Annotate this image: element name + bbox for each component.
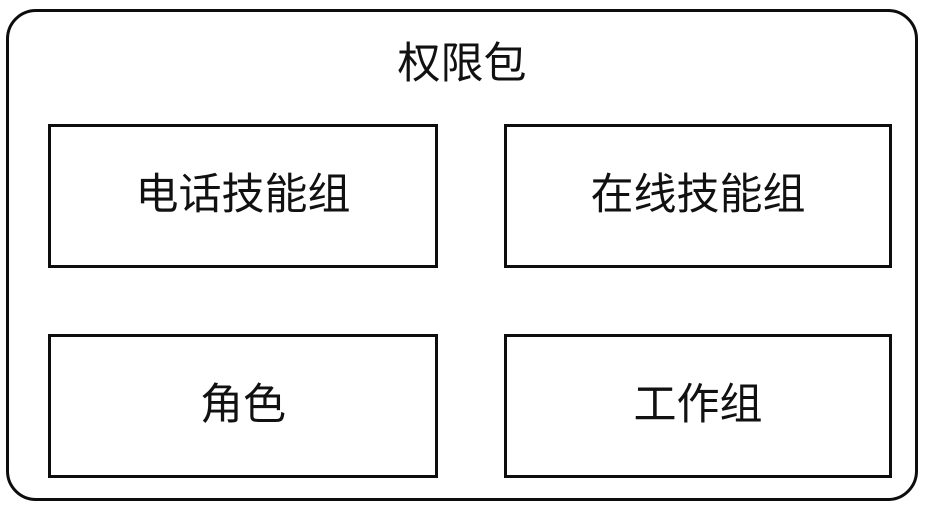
node-label: 工作组 [633,382,763,429]
node-workgroup[interactable]: 工作组 [504,334,892,478]
permission-package-container: 权限包 电话技能组 在线技能组 角色 工作组 [6,9,918,501]
node-label: 在线技能组 [590,172,806,219]
node-role[interactable]: 角色 [48,334,438,478]
node-label: 电话技能组 [135,172,351,219]
node-online-skill-group[interactable]: 在线技能组 [504,124,892,268]
node-label: 角色 [200,382,286,429]
container-title: 权限包 [397,41,527,88]
node-phone-skill-group[interactable]: 电话技能组 [48,124,438,268]
